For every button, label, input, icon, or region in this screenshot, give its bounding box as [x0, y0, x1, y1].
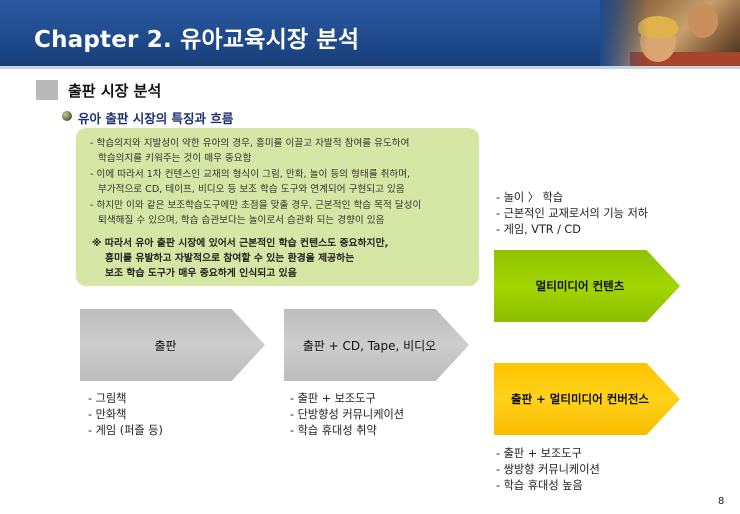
convergence-list: - 출판 + 보조도구 - 쌍방향 커뮤니케이션 - 학습 휴대성 높음 — [496, 446, 600, 494]
summary-box — [76, 128, 479, 286]
publishing-av-chevron: 출판 + CD, Tape, 비디오 — [284, 309, 469, 381]
page-title: Chapter 2. 유아교육시장 분석 — [34, 27, 360, 53]
header-banner: Chapter 2. 유아교육시장 분석 — [0, 0, 740, 66]
publishing-chevron: 출판 — [80, 309, 265, 381]
header-divider — [0, 66, 740, 69]
publishing-av-list: - 출판 + 보조도구 - 단방향성 커뮤니케이션 - 학습 휴대성 취약 — [290, 391, 404, 439]
section-marker — [36, 80, 58, 100]
page-number: 8 — [718, 496, 725, 507]
list-item: - 만화책 — [88, 408, 127, 421]
list-item: - 근본적인 교재로서의 기능 저하 — [496, 207, 649, 220]
multimedia-content-chevron: 멀티미디어 컨텐츠 — [494, 250, 680, 322]
summary-item: - 이에 따라서 1차 컨텐스인 교재의 형식이 그림, 만화, 놀이 등의 형… — [90, 169, 411, 195]
bullet-icon — [62, 111, 72, 121]
trend-list: - 놀이 〉 학습 - 근본적인 교재로서의 기능 저하 - 게임, VTR /… — [496, 190, 648, 238]
header-photo — [600, 0, 740, 66]
list-item: - 단방향성 커뮤니케이션 — [290, 408, 405, 421]
summary-item: - 학습의지와 지발성이 약한 유아의 경우, 흥미를 이끌고 자발적 참여를 … — [90, 138, 410, 164]
summary-item: - 하지만 이와 같은 보조학습도구에만 초점을 맞출 경우, 근본적인 학습 … — [90, 200, 422, 226]
list-item: - 놀이 〉 학습 — [496, 191, 564, 204]
list-item: - 출판 + 보조도구 — [290, 392, 376, 405]
section-title: 출판 시장 분석 — [68, 82, 162, 100]
list-item: - 게임 (퍼즐 등) — [88, 424, 163, 437]
list-item: - 게임, VTR / CD — [496, 223, 581, 236]
summary-note: ※ 따라서 유아 출판 시장에 있어서 근본적인 학습 컨텐스도 중요하지만, … — [92, 238, 389, 279]
section-subtitle: 유아 출판 시장의 특징과 흐름 — [78, 111, 234, 126]
list-item: - 학습 휴대성 취약 — [290, 424, 377, 437]
list-item: - 쌍방향 커뮤니케이션 — [496, 463, 600, 476]
list-item: - 그림책 — [88, 392, 127, 405]
list-item: - 출판 + 보조도구 — [496, 447, 582, 460]
list-item: - 학습 휴대성 높음 — [496, 479, 583, 492]
convergence-chevron: 출판 + 멀티미디어 컨버전스 — [494, 363, 680, 435]
publishing-list: - 그림책 - 만화책 - 게임 (퍼즐 등) — [88, 391, 163, 439]
